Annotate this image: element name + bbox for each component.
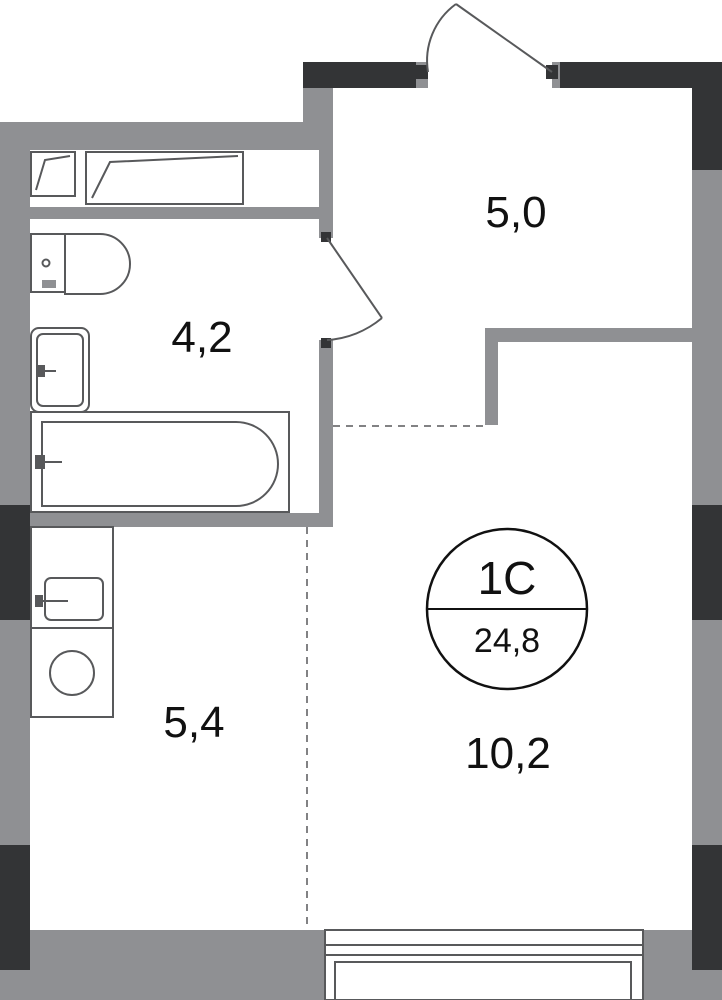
kitchen-sink (44, 577, 104, 621)
wall-bath-shelf (30, 207, 320, 219)
bathroom-door-leaf (326, 237, 383, 319)
badge-total-area: 24,8 (474, 622, 540, 660)
room-area-living: 10,2 (465, 729, 551, 778)
entrance-door-leaf (455, 3, 553, 73)
room-area-bathroom: 4,2 (171, 313, 232, 362)
wall-partition-horizontal (485, 328, 692, 342)
wall-dark-right-bottom (692, 845, 722, 970)
door-stop-bath-bottom (321, 338, 331, 348)
balcony-window (324, 929, 644, 1000)
bathroom-fixtures (30, 151, 290, 513)
toilet-bowl (64, 233, 131, 295)
apartment-badge: 1С 24,8 (425, 527, 589, 691)
wall-dark-left-mid (0, 505, 30, 620)
wall-bath-right-lower (319, 340, 333, 525)
shelf-left-diagonal (35, 155, 71, 191)
badge-apartment-type: 1С (478, 552, 537, 604)
shelf-right-diagonal (91, 155, 239, 199)
room-area-hall: 5,0 (485, 188, 546, 237)
sink-faucet-icon (37, 365, 56, 377)
room-area-kitchen: 5,4 (163, 698, 224, 747)
kitchen-faucet-icon (35, 595, 68, 607)
wall-top-left (0, 122, 333, 150)
washing-machine-icon (49, 650, 95, 696)
wall-bath-right-upper (319, 150, 333, 238)
wall-dark-right-top (692, 62, 722, 170)
walls-dark (0, 62, 722, 970)
zone-dividers (306, 425, 485, 930)
window-sill (334, 961, 632, 1000)
door-stop-bath-top (321, 232, 331, 242)
bathtub-basin (41, 421, 279, 507)
toilet-flush-icon (42, 280, 56, 288)
wall-bath-bottom (30, 513, 333, 527)
entrance-door-arc (426, 3, 457, 73)
wall-partition-vertical (485, 328, 498, 425)
bathtub-faucet-icon (35, 455, 62, 469)
doors (326, 3, 553, 341)
kitchen-fixtures (30, 526, 114, 718)
wall-dark-left-bottom (0, 845, 30, 970)
toilet-button-icon (41, 258, 51, 268)
door-stop-entrance-left (416, 65, 428, 79)
bathroom-door-arc (326, 317, 383, 341)
wall-dark-right-mid (692, 505, 722, 620)
wall-dark-top-left (303, 62, 416, 88)
